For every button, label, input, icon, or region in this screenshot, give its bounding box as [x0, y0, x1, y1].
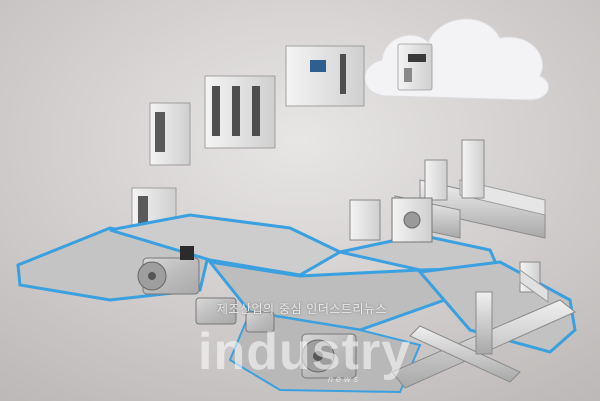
servo-motors	[137, 246, 357, 379]
cloud-shape	[364, 18, 550, 101]
linear-axes	[349, 139, 546, 243]
watermark-korean: 제조산업의 중심 인더스트리뉴스	[216, 302, 388, 316]
controller-modules	[131, 45, 365, 247]
gantry-system	[391, 261, 576, 389]
watermark-brand: industry	[198, 323, 412, 381]
watermark-sub: news	[328, 374, 362, 384]
